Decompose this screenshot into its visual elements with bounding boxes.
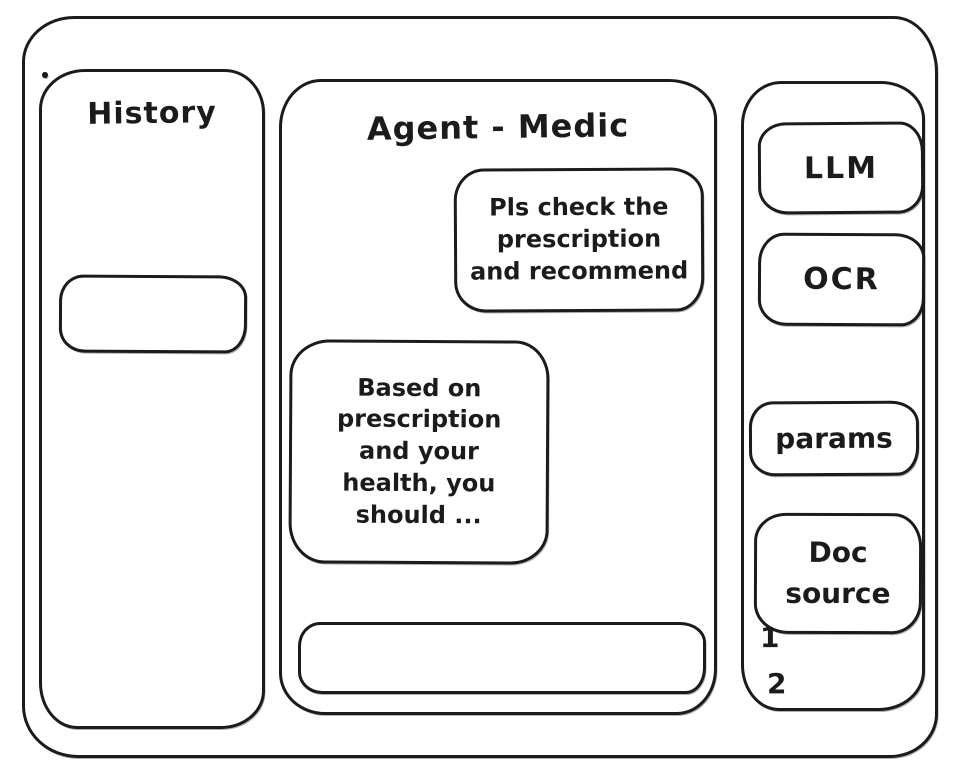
chat-title: Agent - Medic — [366, 106, 630, 148]
message-input[interactable] — [298, 622, 706, 694]
tools-panel: LLM OCR params Doc source 1 2 — [741, 81, 926, 711]
ocr-button[interactable]: OCR — [757, 232, 926, 327]
history-title: History — [86, 95, 218, 132]
doc-source-item-2[interactable]: 2 — [767, 667, 787, 700]
history-item-2[interactable] — [58, 274, 248, 354]
user-message-bubble: Pls check the prescription and recommend — [453, 167, 705, 313]
llm-button[interactable]: LLM — [757, 121, 925, 215]
doc-source-button[interactable]: Doc source — [753, 512, 923, 635]
history-panel: History — [39, 69, 265, 729]
params-button[interactable]: params — [748, 400, 920, 477]
app-frame: History Agent - Medic Pls check the pres… — [22, 16, 938, 758]
history-item-1[interactable] — [42, 72, 48, 78]
doc-source-list: 1 2 — [760, 624, 820, 716]
user-message-text: Pls check the prescription and recommend — [469, 193, 689, 286]
assistant-message-bubble: Based on prescription and your health, y… — [288, 339, 550, 565]
chat-panel: Agent - Medic Pls check the prescription… — [279, 79, 717, 715]
assistant-message-text: Based on prescription and your health, y… — [336, 373, 502, 529]
doc-source-item-1[interactable]: 1 — [760, 621, 780, 654]
